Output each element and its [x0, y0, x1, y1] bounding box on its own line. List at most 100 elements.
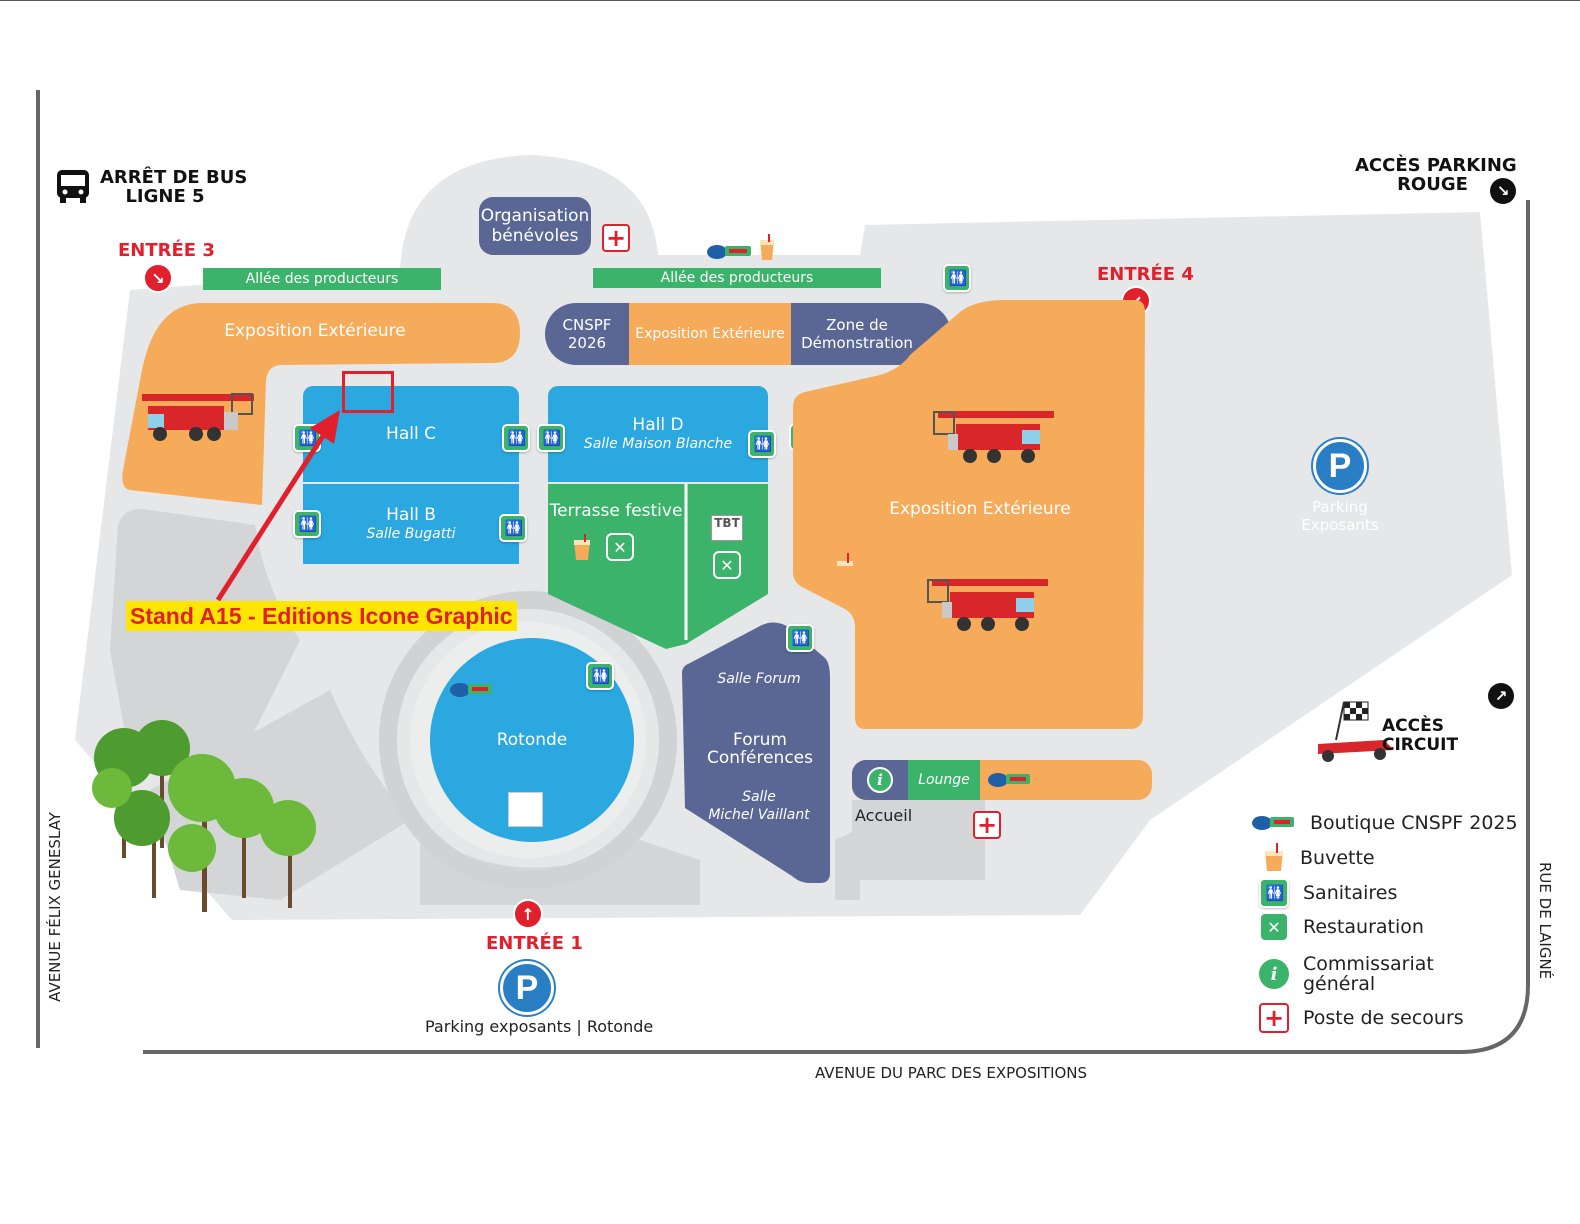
legend-label: Buvette: [1300, 847, 1375, 869]
stand-arrow: [215, 410, 340, 602]
race-car-icon: [1314, 700, 1398, 764]
legend-item-sanitaires: 🚻 Sanitaires: [1259, 878, 1397, 908]
sanitaires-icon: 🚻: [502, 424, 530, 452]
first-aid-icon: +: [973, 811, 1001, 839]
buvette-icon: [834, 553, 856, 583]
entree-4-label: ENTRÉE 4: [1097, 264, 1194, 285]
expo-exterieure-left-label: Exposition Extérieure: [224, 321, 406, 341]
accueil-label: Accueil: [855, 806, 913, 825]
road-accueil: [852, 800, 985, 880]
legend-label: Sanitaires: [1303, 882, 1398, 904]
parking-exposants-label: Parking Exposants: [1301, 498, 1379, 534]
street-rue-de-laigne: RUE DE LAIGNÉ: [1536, 862, 1554, 980]
stand-a15-label[interactable]: Stand A15 - Editions Icone Graphic: [126, 601, 517, 631]
legend-item-secours: + Poste de secours: [1259, 1003, 1464, 1033]
hall-d[interactable]: Hall D Salle Maison Blanche: [548, 386, 768, 482]
hall-c-label: Hall C: [386, 424, 436, 444]
boutique-icon: [1250, 812, 1296, 834]
expo-exterieure-mid[interactable]: Exposition Extérieure: [629, 303, 791, 365]
restauration-icon: ✕: [713, 551, 741, 579]
expo-exterieure-mid-label: Exposition Extérieure: [635, 326, 785, 342]
trees-decoration: [92, 720, 316, 912]
expo-exterieure-right[interactable]: Exposition Extérieure: [880, 496, 1080, 522]
sanitaires-icon: 🚻: [1259, 878, 1289, 908]
parking-icon[interactable]: P: [1313, 439, 1367, 493]
fire-truck-icon: [140, 390, 256, 446]
sanitaires-icon: 🚻: [943, 264, 971, 292]
entree-1-label: ENTRÉE 1: [486, 933, 583, 954]
first-aid-icon: +: [602, 224, 630, 252]
allee-producteurs-mid: Allée des producteurs: [593, 268, 881, 288]
hall-d-sub: Salle Maison Blanche: [583, 436, 733, 452]
entree-1-arrow-icon[interactable]: ↑: [513, 899, 543, 929]
arrow-up-right-icon[interactable]: ↗: [1488, 683, 1514, 709]
parking-rotonde-label: Parking exposants | Rotonde: [425, 1017, 654, 1036]
boutique-icon: [705, 242, 753, 262]
stand-a15-marker[interactable]: [342, 371, 394, 413]
entree-3-label: ENTRÉE 3: [118, 240, 215, 261]
lounge-green[interactable]: Lounge: [908, 760, 980, 800]
bus-stop-label: ARRÊT DE BUS LIGNE 5: [100, 167, 248, 207]
rotonde-label: Rotonde: [496, 730, 568, 750]
hall-b-sub: Salle Bugatti: [366, 526, 456, 542]
legend-label: Restauration: [1303, 916, 1424, 938]
arrow-down-right-icon[interactable]: ↘: [1490, 178, 1516, 204]
legend-item-commissariat: i Commissariat général: [1259, 954, 1434, 994]
road-left: [110, 509, 300, 780]
expo-exterieure-left-shape: [122, 303, 521, 505]
forum-label: Forum Conférences: [706, 730, 813, 768]
hall-b[interactable]: Hall B Salle Bugatti: [303, 484, 519, 564]
fire-truck-icon: [926, 576, 1050, 636]
salle-vaillant-label: Salle Michel Vaillant: [708, 789, 810, 823]
sanitaires-icon: 🚻: [499, 514, 527, 542]
tbt-logo: TBT: [711, 515, 743, 541]
salle-michel-vaillant[interactable]: Salle Michel Vaillant: [700, 786, 818, 826]
cnspf-label: CNSPF 2026: [562, 316, 612, 352]
top-border: [0, 0, 1580, 1]
legend-item-restauration: ✕ Restauration: [1259, 912, 1424, 942]
legend-label: Poste de secours: [1303, 1007, 1464, 1029]
info-icon: i: [867, 767, 893, 793]
parking-rouge-label: ACCÈS PARKING ROUGE: [1355, 155, 1517, 195]
expo-exterieure-right-label: Exposition Extérieure: [889, 499, 1071, 519]
street-parc-expositions: AVENUE DU PARC DES EXPOSITIONS: [815, 1064, 1088, 1082]
street-bottom-right-line: [143, 200, 1530, 1054]
terrasse-festive-label: Terrasse festive: [549, 501, 683, 521]
rotonde-ring-outer: [379, 591, 677, 889]
buvette-icon: [571, 534, 593, 562]
hall-b-label: Hall B: [386, 505, 436, 525]
hall-c[interactable]: Hall C: [303, 386, 519, 482]
hall-d-label: Hall D: [632, 415, 684, 435]
first-aid-icon: +: [1259, 1003, 1289, 1033]
organisation-benevoles[interactable]: Organisation bénévoles: [479, 197, 591, 255]
legend-item-buvette: Buvette: [1262, 843, 1375, 873]
street-felix-geneslay: AVENUE FÉLIX GENESLAY: [46, 812, 64, 1002]
lounge-label: Lounge: [918, 772, 970, 788]
sanitaires-icon: 🚻: [786, 624, 814, 652]
tbt-label: TBT: [714, 516, 740, 530]
restauration-icon: ✕: [1259, 912, 1289, 942]
restauration-icon: ✕: [606, 533, 634, 561]
terrasse-festive[interactable]: Terrasse festive: [548, 498, 684, 524]
allee-producteurs-left: Allée des producteurs: [203, 268, 441, 290]
legend-label: Boutique CNSPF 2025: [1310, 812, 1518, 834]
bus-icon: [54, 167, 92, 205]
parking-icon[interactable]: P: [500, 961, 554, 1015]
info-icon: i: [1259, 959, 1289, 989]
cnspf-2026[interactable]: CNSPF 2026: [545, 303, 629, 365]
organisation-label: Organisation bénévoles: [480, 206, 590, 246]
sponsor-logo: [508, 792, 543, 827]
sanitaires-icon: 🚻: [293, 510, 321, 538]
expo-exterieure-left-label-box: Exposition Extérieure: [200, 318, 430, 344]
boutique-icon: [986, 770, 1032, 790]
salle-forum-label: Salle Forum: [717, 671, 801, 687]
fire-truck-icon: [932, 408, 1056, 468]
acces-circuit-label: ACCÈS CIRCUIT: [1382, 716, 1459, 755]
entree-3-arrow-icon[interactable]: ↘: [143, 263, 173, 293]
salle-forum[interactable]: Salle Forum: [700, 668, 818, 690]
buvette-icon: [1262, 843, 1286, 873]
sanitaires-icon: 🚻: [586, 662, 614, 690]
zone-demo-label: Zone de Démonstration: [801, 316, 913, 352]
expo-exterieure-right-shape: [793, 300, 1145, 729]
forum-conferences[interactable]: Forum Conférences: [700, 728, 820, 770]
